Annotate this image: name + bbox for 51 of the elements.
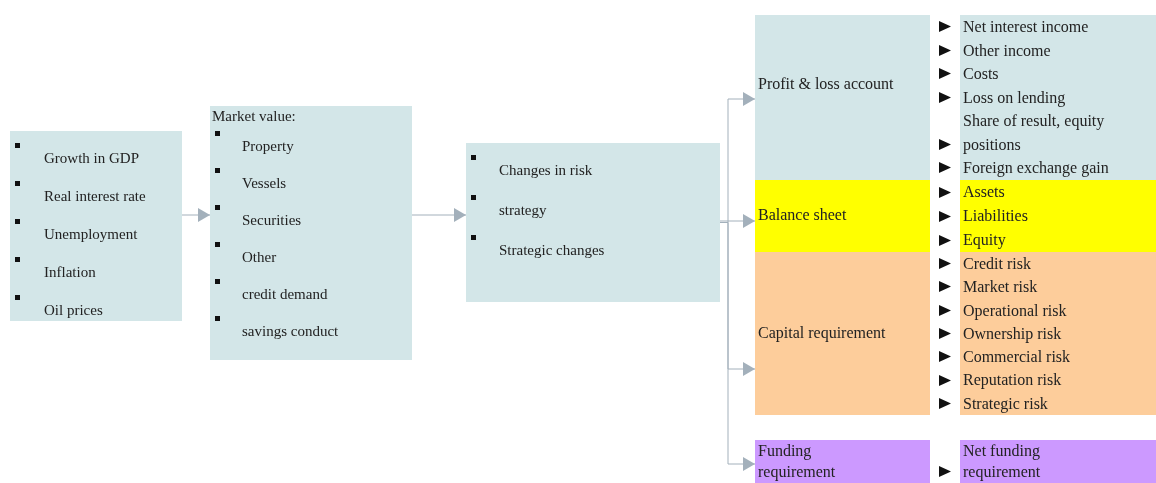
- arrow: [719, 222, 756, 471]
- list-item: Property: [242, 138, 294, 155]
- list-item: Unemployment: [44, 226, 138, 243]
- list-item: savings conduct: [242, 323, 339, 340]
- text-box: [755, 252, 930, 415]
- list-item: Reputation risk: [963, 370, 1063, 391]
- list-item: Equity: [963, 230, 1007, 251]
- text-box: [210, 106, 412, 360]
- list-item: Ownership risk: [963, 323, 1063, 345]
- box-label: Balance sheet: [758, 205, 847, 225]
- text-box: [960, 252, 1156, 415]
- text-box: [755, 180, 930, 252]
- text-box: [960, 180, 1156, 252]
- list-item: Market risk: [963, 277, 1039, 298]
- list-item: Operational risk: [963, 300, 1068, 322]
- arrow: [411, 208, 467, 222]
- text-box: [466, 143, 720, 302]
- list-item: Inflation: [44, 264, 96, 281]
- list-item: Assets: [963, 182, 1006, 202]
- list-item: Commercial risk: [963, 347, 1072, 368]
- text-box: [960, 440, 1156, 483]
- list-item: Liabilities: [963, 206, 1029, 226]
- list-item: Securities: [242, 212, 302, 229]
- text-box: [755, 440, 930, 483]
- heading: Market value:: [212, 108, 296, 125]
- text-box: [755, 15, 930, 180]
- box-label: Profit & loss account: [758, 74, 894, 94]
- arrow: [181, 208, 211, 222]
- list-item: Other: [242, 249, 277, 266]
- list-item: Share of result, equity positions: [963, 111, 1106, 156]
- list-item: Loss on lending: [963, 87, 1067, 109]
- list-item: Growth in GDP: [44, 150, 139, 167]
- list-item: Real interest rate: [44, 188, 146, 205]
- list-item: Credit risk: [963, 254, 1032, 274]
- arrow: [719, 214, 756, 228]
- list-item: credit demand: [242, 286, 328, 303]
- list-item: Net funding requirement: [963, 441, 1042, 482]
- list-item: Strategic risk: [963, 393, 1049, 415]
- box-label: Capital requirement: [758, 323, 886, 343]
- list-item: Strategic changes: [499, 242, 605, 259]
- text-box: [10, 131, 182, 321]
- text-box: [960, 15, 1156, 180]
- list-item: Changes in risk: [499, 162, 593, 179]
- list-item: strategy: [499, 202, 547, 219]
- list-item: Vessels: [242, 175, 287, 192]
- list-item: Costs: [963, 64, 1000, 84]
- list-item: Other income: [963, 40, 1052, 61]
- list-item: Foreign exchange gain: [963, 158, 1110, 179]
- list-item: Oil prices: [44, 302, 103, 319]
- box-label: Funding requirement: [758, 441, 837, 482]
- list-item: Net interest income: [963, 17, 1090, 37]
